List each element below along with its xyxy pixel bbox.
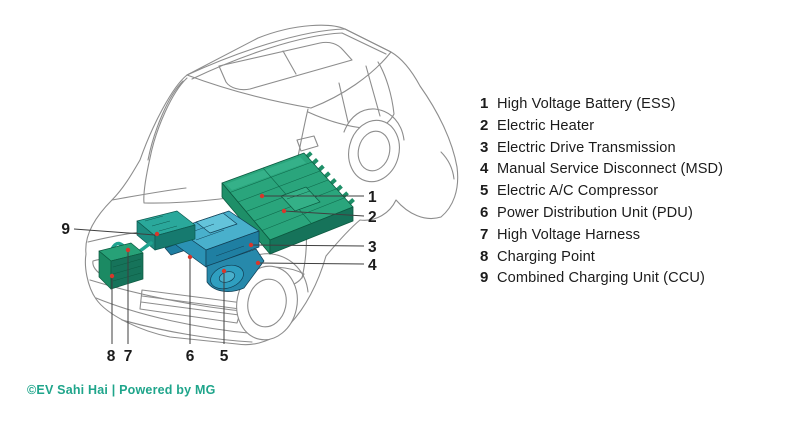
- callout-number-9: 9: [61, 221, 70, 238]
- legend-item-number: 7: [480, 225, 489, 243]
- legend-item-number: 6: [480, 203, 489, 221]
- legend-item-label: Electric Heater: [497, 117, 595, 134]
- callout-number-5: 5: [220, 348, 229, 365]
- legend-item-number: 3: [480, 138, 489, 156]
- windshield: [143, 77, 309, 204]
- lower-intake: [121, 319, 253, 343]
- legend-item-7: 7 High Voltage Harness: [480, 226, 723, 248]
- legend-item-9: 9 Combined Charging Unit (CCU): [480, 269, 723, 291]
- callout-number-4: 4: [368, 257, 377, 274]
- callout-lines: [73, 195, 365, 344]
- legend-item-number: 8: [480, 247, 489, 265]
- ev-cutaway-diagram: 1 2 3 4 5 6 7 8 9: [61, 24, 459, 365]
- legend-item-number: 1: [480, 95, 489, 112]
- callout-number-6: 6: [186, 348, 195, 365]
- legend-item-label: Power Distribution Unit (PDU): [497, 204, 693, 221]
- legend-item-number: 2: [480, 116, 489, 134]
- taillight: [440, 151, 455, 180]
- legend-item-6: 6 Power Distribution Unit (PDU): [480, 204, 723, 226]
- legend-item-label: Manual Service Disconnect (MSD): [497, 161, 724, 178]
- roof-outline: [186, 28, 392, 109]
- callout-number-7: 7: [124, 348, 133, 365]
- heater-component: [280, 186, 321, 212]
- callout-number-1: 1: [368, 189, 377, 206]
- rear-wheel: [343, 108, 405, 183]
- legend-item-4: 4 Manual Service Disconnect (MSD): [480, 160, 723, 182]
- charging-point-component: [98, 242, 144, 290]
- legend-item-2: 2 Electric Heater: [480, 117, 723, 139]
- legend-item-number: 9: [480, 269, 489, 287]
- front-wheel: [229, 253, 309, 341]
- sunroof: [218, 41, 353, 91]
- roof-rails: [191, 32, 387, 80]
- anchor-dots: [109, 193, 287, 279]
- legend-item-label: High Voltage Harness: [497, 226, 641, 243]
- callout-number-3: 3: [368, 239, 377, 256]
- legend-item-number: 5: [480, 182, 489, 200]
- legend-item-8: 8 Charging Point: [480, 248, 723, 270]
- component-legend: 1 High Voltage Battery (ESS) 2 Electric …: [480, 95, 723, 291]
- legend-item-1: 1 High Voltage Battery (ESS): [480, 95, 723, 117]
- callout-number-2: 2: [368, 209, 377, 226]
- legend-item-label: Combined Charging Unit (CCU): [497, 270, 705, 287]
- legend-item-label: Electric Drive Transmission: [497, 139, 676, 156]
- copyright-credit: ©EV Sahi Hai | Powered by MG: [27, 383, 216, 397]
- legend-item-number: 4: [480, 160, 489, 178]
- side-mirror: [296, 135, 319, 152]
- legend-item-5: 5 Electric A/C Compressor: [480, 182, 723, 204]
- legend-item-label: High Voltage Battery (ESS): [497, 96, 676, 112]
- legend-item-label: Electric A/C Compressor: [497, 183, 659, 200]
- legend-item-3: 3 Electric Drive Transmission: [480, 139, 723, 161]
- callout-number-8: 8: [107, 348, 116, 365]
- legend-item-label: Charging Point: [497, 248, 595, 265]
- callout-numbers: 1 2 3 4 5 6 7 8 9: [61, 189, 377, 365]
- drive-unit-component: [162, 210, 265, 292]
